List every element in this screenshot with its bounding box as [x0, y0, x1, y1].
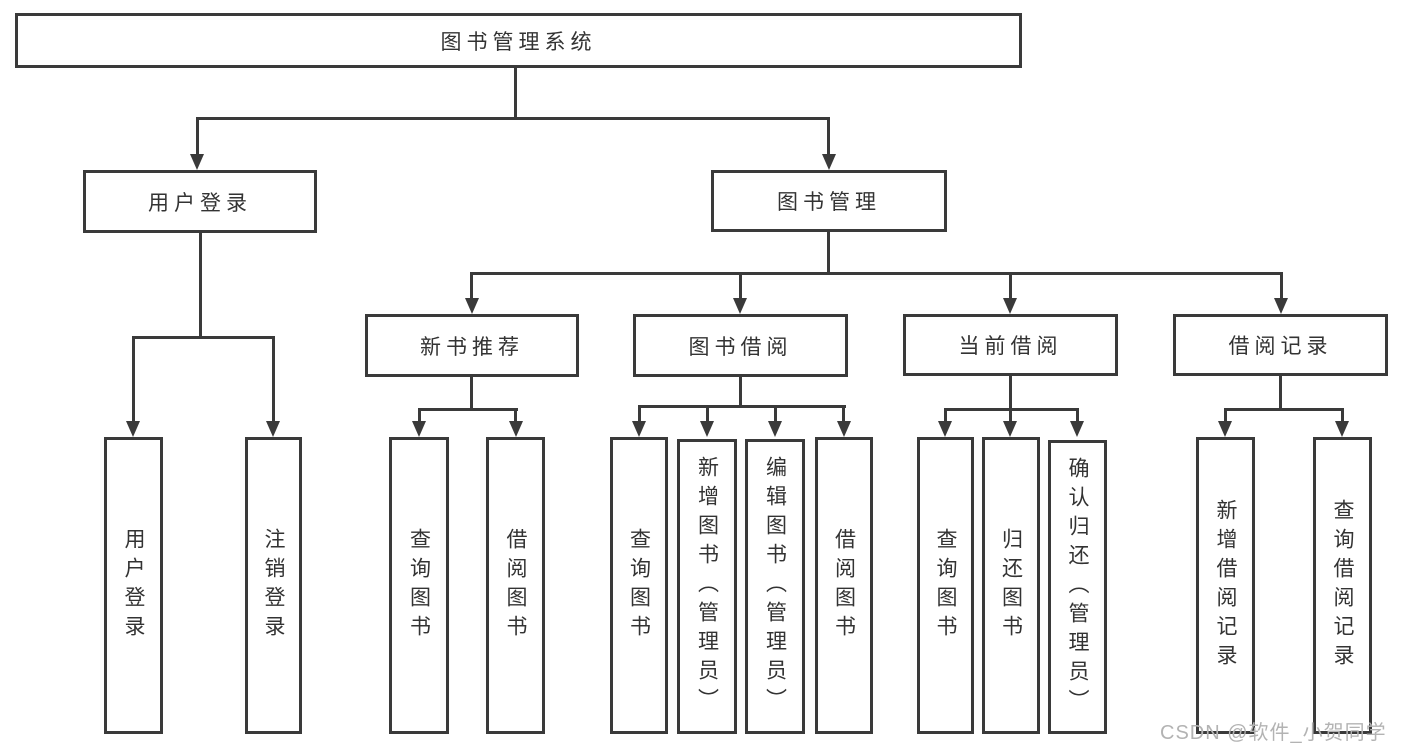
leaf-add-borrow-record: 新增借阅记录: [1196, 437, 1255, 734]
node-borrowing-records: 借阅记录: [1173, 314, 1388, 376]
leaf-query-books-current: 查询图书: [917, 437, 974, 734]
arrow-down-icon: [1003, 298, 1017, 314]
arrow-down-icon: [1003, 421, 1017, 437]
leaf-query-borrow-record: 查询借阅记录: [1313, 437, 1372, 734]
connector-line: [1009, 272, 1012, 300]
connector-line: [706, 405, 709, 423]
node-book-borrowing: 图书借阅: [633, 314, 848, 377]
leaf-logout: 注销登录: [245, 437, 302, 734]
arrow-down-icon: [700, 421, 714, 437]
arrow-down-icon: [190, 154, 204, 170]
connector-line: [638, 405, 641, 423]
arrow-down-icon: [938, 421, 952, 437]
connector-line: [1280, 272, 1283, 300]
node-current-borrowing: 当前借阅: [903, 314, 1118, 376]
connector-line: [1224, 408, 1227, 423]
leaf-edit-book-admin: 编辑图书（管理员）: [745, 439, 805, 734]
arrow-down-icon: [632, 421, 646, 437]
leaf-query-books-label: 查询图书: [627, 527, 651, 644]
arrow-down-icon: [1335, 421, 1349, 437]
arrow-down-icon: [126, 421, 140, 437]
leaf-user-login: 用户登录: [104, 437, 163, 734]
connector-line: [1341, 408, 1344, 423]
arrow-down-icon: [768, 421, 782, 437]
connector-line: [470, 377, 473, 408]
connector-line: [196, 117, 830, 120]
arrow-down-icon: [509, 421, 523, 437]
leaf-confirm-return-admin: 确认归还（管理员）: [1048, 440, 1107, 734]
connector-line: [272, 336, 275, 423]
leaf-query-books-borrowing: 查询图书: [610, 437, 668, 734]
connector-line: [842, 405, 845, 423]
arrow-down-icon: [412, 421, 426, 437]
connector-line: [774, 405, 777, 423]
leaf-user-login-label: 用户登录: [122, 527, 145, 644]
connector-line: [132, 336, 275, 339]
leaf-add-book-admin: 新增图书（管理员）: [677, 439, 737, 734]
connector-line: [1279, 376, 1282, 408]
arrow-down-icon: [822, 154, 836, 170]
leaf-borrow-books-label: 借阅图书: [504, 527, 527, 644]
leaf-edit-book-admin-label: 编辑图书（管理员）: [763, 456, 787, 717]
connector-line: [514, 408, 517, 423]
arrow-down-icon: [1070, 421, 1084, 437]
leaf-logout-label: 注销登录: [262, 527, 285, 644]
node-new-book-recommendation: 新书推荐: [365, 314, 579, 377]
node-user-login: 用户登录: [83, 170, 317, 233]
leaf-confirm-return-admin-label: 确认归还（管理员）: [1066, 456, 1089, 718]
connector-line: [944, 408, 947, 423]
leaf-query-books-label: 查询图书: [407, 527, 431, 644]
connector-line: [1009, 376, 1012, 408]
leaf-add-book-admin-label: 新增图书（管理员）: [695, 456, 719, 717]
connector-line: [196, 117, 199, 157]
node-library-management-system: 图书管理系统: [15, 13, 1022, 68]
connector-line: [514, 68, 517, 117]
connector-line: [739, 272, 742, 300]
leaf-borrow-books-borrowing: 借阅图书: [815, 437, 873, 734]
arrow-down-icon: [1218, 421, 1232, 437]
connector-line: [827, 232, 830, 272]
connector-line: [1009, 408, 1012, 423]
leaf-query-books-label: 查询图书: [934, 527, 957, 644]
connector-line: [638, 405, 846, 408]
arrow-down-icon: [837, 421, 851, 437]
connector-line: [132, 336, 135, 423]
arrow-down-icon: [266, 421, 280, 437]
connector-line: [1076, 408, 1079, 423]
csdn-watermark: CSDN @软件_小贺同学: [1160, 722, 1387, 744]
connector-line: [827, 117, 830, 157]
connector-line: [418, 408, 518, 411]
leaf-return-book-label: 归还图书: [999, 527, 1023, 644]
connector-line: [1224, 408, 1344, 411]
leaf-query-borrow-record-label: 查询借阅记录: [1331, 498, 1354, 673]
arrow-down-icon: [465, 298, 479, 314]
arrow-down-icon: [733, 298, 747, 314]
leaf-query-books-recommendation: 查询图书: [389, 437, 449, 734]
leaf-add-borrow-record-label: 新增借阅记录: [1214, 498, 1237, 673]
leaf-return-book: 归还图书: [982, 437, 1040, 734]
connector-line: [470, 272, 473, 300]
leaf-borrow-books-recommendation: 借阅图书: [486, 437, 545, 734]
node-book-management: 图书管理: [711, 170, 947, 232]
leaf-borrow-books-label: 借阅图书: [832, 527, 856, 644]
connector-line: [199, 233, 202, 336]
connector-line: [470, 272, 1283, 275]
connector-line: [739, 377, 742, 405]
connector-line: [418, 408, 421, 423]
arrow-down-icon: [1274, 298, 1288, 314]
